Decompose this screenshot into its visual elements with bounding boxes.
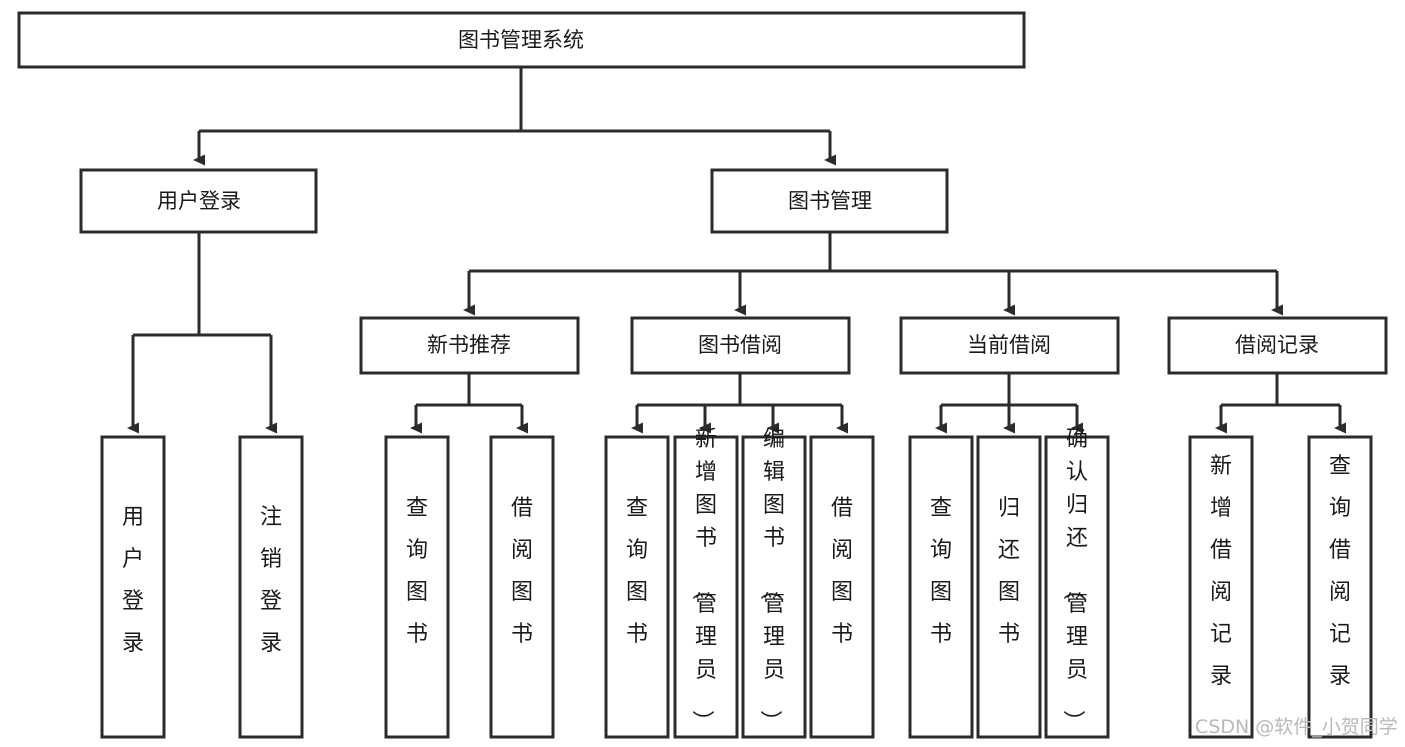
leaf-query-book-2-box[interactable] [604, 435, 670, 739]
connector-book-borrow-to-leaves [631, 373, 848, 434]
connector-borrow-record-to-leaves [1215, 373, 1346, 434]
node-borrow-record-label: 借阅记录 [1235, 333, 1319, 357]
connector-book-manage-to-level3 [463, 232, 1283, 316]
leaf-borrow-book-2-box[interactable] [809, 435, 875, 739]
leaf-query-book-2[interactable]: 查询图书 [604, 435, 670, 739]
csdn-watermark: CSDN @软件_小贺同学 [1195, 716, 1398, 738]
node-book-borrow-label: 图书借阅 [698, 333, 782, 357]
leaf-edit-book-box[interactable] [741, 435, 807, 739]
connector-new-book-recommend-to-leaves [410, 373, 528, 434]
node-root-label: 图书管理系统 [458, 28, 584, 52]
leaf-query-book-1[interactable]: 查询图书 [384, 435, 450, 739]
node-user-login[interactable]: 用户登录 [79, 168, 318, 234]
node-current-borrow-box[interactable] [899, 316, 1120, 375]
leaf-return-book-label: 归还图书 [998, 496, 1020, 647]
node-borrow-record[interactable]: 借阅记录 [1167, 316, 1388, 375]
leaf-add-record-box[interactable] [1188, 435, 1254, 739]
leaf-query-book-3[interactable]: 查询图书 [908, 435, 974, 739]
leaf-edit-book[interactable]: 编辑图书（管理员） [741, 427, 807, 739]
connector-user-login-to-leaves [127, 232, 277, 434]
leaf-confirm-return-box[interactable] [1044, 435, 1110, 739]
connector-root-to-level2 [193, 67, 836, 166]
leaf-borrow-book-1-label: 借阅图书 [511, 496, 533, 647]
leaf-user-logout-box[interactable] [238, 435, 304, 739]
connector-current-borrow-to-leaves [935, 373, 1083, 434]
node-new-book-recommend[interactable]: 新书推荐 [359, 316, 580, 375]
node-new-book-recommend-label: 新书推荐 [427, 333, 511, 357]
leaf-borrow-book-2[interactable]: 借阅图书 [809, 435, 875, 739]
leaf-query-book-1-box[interactable] [384, 435, 450, 739]
leaf-return-book[interactable]: 归还图书 [976, 435, 1042, 739]
leaf-edit-book-label: 编辑图书（管理员） [757, 427, 785, 732]
leaf-query-record-label: 查询借阅记录 [1329, 454, 1351, 689]
leaf-borrow-book-1-box[interactable] [489, 435, 555, 739]
leaf-add-book[interactable]: 新增图书（管理员） [673, 427, 739, 739]
node-current-borrow-label: 当前借阅 [967, 333, 1051, 357]
leaf-borrow-book-2-label: 借阅图书 [831, 496, 853, 647]
leaf-user-login-box[interactable] [100, 435, 166, 739]
leaf-borrow-book-1[interactable]: 借阅图书 [489, 435, 555, 739]
leaf-add-book-box[interactable] [673, 435, 739, 739]
node-user-login-label: 用户登录 [157, 189, 241, 213]
leaf-user-logout[interactable]: 注销登录 [238, 435, 304, 739]
node-current-borrow[interactable]: 当前借阅 [899, 316, 1120, 375]
node-book-borrow[interactable]: 图书借阅 [630, 316, 851, 375]
leaf-query-book-3-label: 查询图书 [930, 496, 952, 647]
leaf-query-book-2-label: 查询图书 [626, 496, 648, 647]
node-book-manage[interactable]: 图书管理 [710, 168, 949, 234]
leaf-user-logout-label: 注销登录 [260, 505, 282, 656]
node-root-box[interactable] [17, 11, 1026, 69]
node-book-manage-label: 图书管理 [788, 189, 872, 213]
leaf-confirm-return[interactable]: 确认归还（管理员） [1044, 427, 1110, 739]
leaf-user-login-label: 用户登录 [122, 505, 144, 656]
leaf-query-record[interactable]: 查询借阅记录 [1307, 435, 1373, 739]
leaf-user-login[interactable]: 用户登录 [100, 435, 166, 739]
node-user-login-box[interactable] [79, 168, 318, 234]
leaf-add-record-label: 新增借阅记录 [1210, 454, 1232, 689]
leaf-query-record-box[interactable] [1307, 435, 1373, 739]
leaf-add-record[interactable]: 新增借阅记录 [1188, 435, 1254, 739]
leaf-query-book-3-box[interactable] [908, 435, 974, 739]
node-new-book-recommend-box[interactable] [359, 316, 580, 375]
leaf-add-book-label: 新增图书（管理员） [689, 427, 717, 732]
leaf-query-book-1-label: 查询图书 [406, 496, 428, 647]
leaf-return-book-box[interactable] [976, 435, 1042, 739]
node-root[interactable]: 图书管理系统 [17, 11, 1026, 69]
leaf-confirm-return-label: 确认归还（管理员） [1060, 427, 1088, 732]
